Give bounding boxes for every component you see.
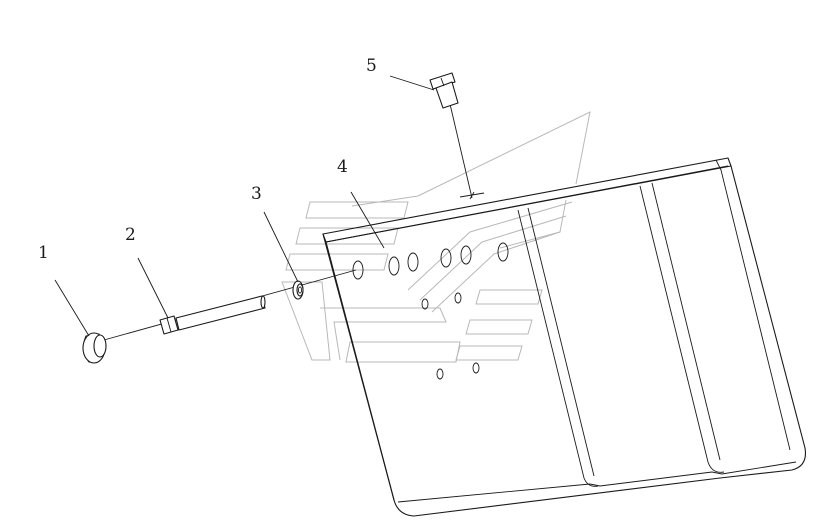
callout-4: 4 xyxy=(337,157,348,177)
callout-3: 3 xyxy=(251,184,262,204)
part-3-nut xyxy=(292,280,304,300)
part-2-rod xyxy=(159,295,266,335)
watermark-logo xyxy=(281,111,591,363)
tank-holes xyxy=(352,242,509,380)
callout-5: 5 xyxy=(366,56,377,76)
callout-2: 2 xyxy=(125,225,136,245)
part-1-cap xyxy=(82,332,107,364)
callout-1: 1 xyxy=(38,243,49,263)
part-5-bolt xyxy=(429,72,459,109)
fuel-tank xyxy=(322,157,807,517)
leader-lines xyxy=(54,75,435,337)
bolt-axis-line xyxy=(449,103,473,199)
